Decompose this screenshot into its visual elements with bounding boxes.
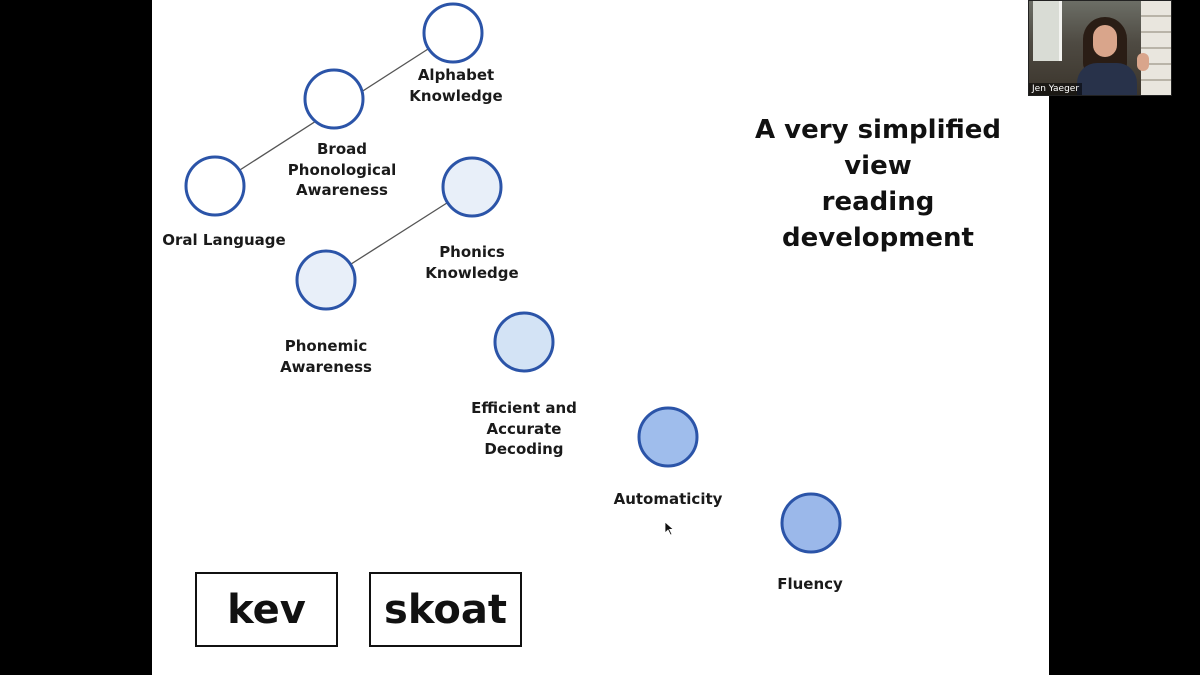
node-label-line: Efficient and bbox=[471, 399, 577, 417]
slide-title: A very simplified view reading developme… bbox=[733, 112, 1023, 256]
participant-hand bbox=[1137, 53, 1149, 71]
background-window bbox=[1033, 1, 1062, 61]
title-line: A very simplified bbox=[754, 115, 1001, 145]
node-circle-efficient-accurate-decoding bbox=[493, 311, 555, 373]
node-label-automaticity: Automaticity bbox=[614, 489, 723, 510]
node-label-line: Phonemic bbox=[284, 337, 368, 355]
word-box-skoat: skoat bbox=[369, 572, 522, 647]
node-circle-alphabet-knowledge bbox=[422, 2, 484, 64]
participant-video[interactable]: Jen Yaeger bbox=[1028, 0, 1172, 96]
node-label-line: Knowledge bbox=[409, 86, 503, 105]
node-label-line: Knowledge bbox=[425, 263, 519, 282]
node-label-line: Automaticity bbox=[613, 490, 723, 508]
title-line: view bbox=[844, 151, 912, 181]
node-label-line: Phonics bbox=[439, 243, 505, 261]
title-line: development bbox=[782, 223, 974, 253]
word-box-kev: kev bbox=[195, 572, 338, 647]
slide bbox=[152, 0, 1049, 675]
background-bookshelf bbox=[1141, 1, 1171, 95]
mouse-cursor-icon bbox=[664, 521, 675, 536]
node-label-line: Phonological bbox=[287, 160, 397, 179]
node-label-line: Fluency bbox=[777, 575, 843, 593]
node-label-line: Alphabet bbox=[417, 66, 495, 84]
node-circle-oral-language bbox=[184, 155, 246, 217]
participant-name: Jen Yaeger bbox=[1029, 83, 1083, 95]
node-label-line: Awareness bbox=[296, 181, 388, 199]
node-label-line: Decoding bbox=[484, 440, 564, 458]
node-circle-automaticity bbox=[637, 406, 699, 468]
title-line: reading bbox=[821, 187, 935, 217]
node-circle-phonics-knowledge bbox=[441, 156, 503, 218]
node-label-line: Accurate bbox=[486, 419, 562, 438]
node-circle-broad-phonological-awareness bbox=[303, 68, 365, 130]
node-label-oral-language: Oral Language bbox=[162, 230, 285, 251]
participant-body bbox=[1077, 63, 1137, 95]
participant-face bbox=[1093, 25, 1117, 57]
node-label-line: Oral Language bbox=[162, 231, 286, 249]
node-circle-phonemic-awareness bbox=[295, 249, 357, 311]
node-circle-fluency bbox=[780, 492, 842, 554]
node-label-line: Awareness bbox=[280, 357, 372, 376]
node-label-fluency: Fluency bbox=[777, 574, 843, 595]
node-label-line: Broad bbox=[316, 140, 367, 158]
